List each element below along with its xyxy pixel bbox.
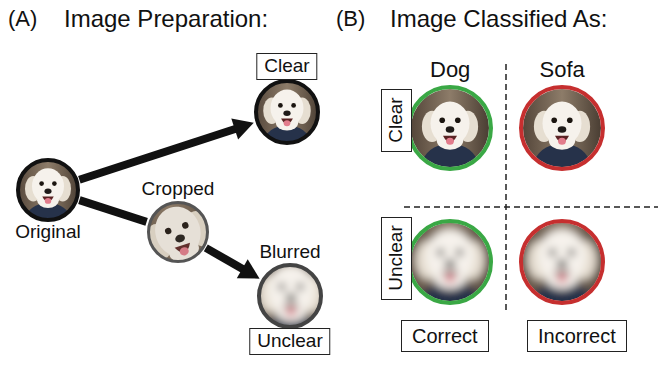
arrow-head — [231, 119, 253, 140]
correct-ring — [409, 87, 491, 169]
original-photo — [16, 158, 80, 222]
result-label: Correct — [412, 324, 478, 348]
boxed-label: Clear — [256, 53, 317, 80]
panel-letter: (A) — [8, 6, 37, 32]
arrow-shaft — [79, 200, 146, 222]
result-box: Correct — [401, 320, 489, 352]
row-label-box: Unclear — [381, 217, 412, 300]
image-label: Cropped — [142, 178, 215, 201]
result-label: Incorrect — [538, 324, 616, 348]
row-label: Clear — [385, 97, 408, 142]
row-label: Unclear — [385, 225, 408, 290]
row-label-box: Clear — [381, 89, 412, 152]
panel-heading: Image Classified As: — [390, 5, 607, 34]
incorrect-ring — [521, 221, 603, 303]
image-circle: Cropped — [147, 201, 209, 263]
arrow-head — [237, 259, 260, 278]
thick-arrow — [79, 200, 146, 222]
unclear-dog-photo — [402, 214, 498, 310]
column-heading: Dog — [430, 57, 470, 83]
result-box: Incorrect — [527, 320, 627, 352]
divider-dashed — [505, 64, 507, 310]
image-circle: BlurredUnclear — [257, 263, 323, 329]
thick-arrow — [206, 248, 260, 279]
incorrect-ring — [521, 87, 603, 169]
image-circle: Original — [16, 158, 80, 222]
column-heading: Sofa — [540, 57, 585, 83]
arrow-shaft — [206, 248, 244, 270]
arrow-shaft — [79, 128, 236, 179]
clear-sofa-photo — [523, 89, 601, 167]
panel-heading: Image Preparation: — [64, 5, 268, 34]
clear-photo — [254, 79, 320, 145]
unclear-sofa-photo — [514, 214, 610, 310]
divider-dashed — [404, 206, 658, 208]
clear-dog-photo — [411, 89, 489, 167]
image-circle: Clear — [254, 79, 320, 145]
image-label: Blurred — [259, 241, 320, 264]
panel-letter: (B) — [336, 6, 365, 32]
thick-arrow — [79, 119, 253, 180]
correct-ring — [409, 221, 491, 303]
boxed-label: Unclear — [249, 328, 330, 355]
image-label: Original — [15, 221, 80, 244]
